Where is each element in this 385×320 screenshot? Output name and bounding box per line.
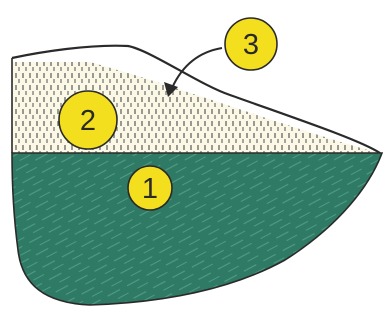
badge-region-3: 3 <box>225 18 277 70</box>
badge-label: 1 <box>142 173 158 205</box>
badge-region-1: 1 <box>128 166 172 210</box>
badge-region-2: 2 <box>59 91 117 149</box>
badge-label: 3 <box>243 29 259 61</box>
badge-label: 2 <box>80 105 96 137</box>
